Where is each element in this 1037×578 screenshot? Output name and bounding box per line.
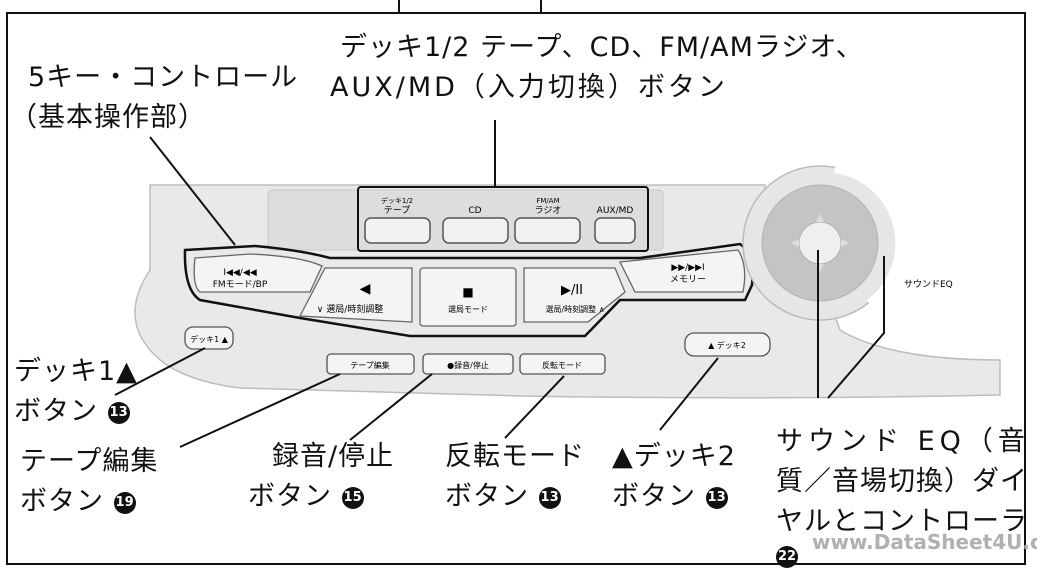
tuning-down-button[interactable] — [298, 267, 413, 323]
play-pause-symbol: ▶/II — [561, 283, 583, 298]
play-pause-label: 選局/時刻調整 ∧ — [545, 304, 604, 314]
sound-eq-dial[interactable] — [742, 163, 906, 321]
reverse-mode-button[interactable] — [519, 353, 606, 375]
watermark: www.DataSheet4U.c — [812, 530, 1037, 554]
prev-label: FMモード/BP — [213, 280, 268, 290]
prev-symbol: I◀◀/◀◀ — [223, 268, 256, 278]
tape-label: テープ — [384, 205, 410, 216]
ref-number-badge: 13 — [538, 486, 561, 509]
ref-number-badge: 13 — [705, 486, 728, 509]
tape-small-label: デッキ1/2 — [381, 196, 413, 205]
deck-buttons-callout-line2: AUX/MD（入力切換）ボタン — [330, 72, 728, 103]
reverse-mode-callout-line1: 反転モード — [445, 441, 585, 472]
deck1-eject-callout-line1: デッキ1▲ — [14, 356, 138, 387]
diagram-frame — [6, 12, 1026, 565]
ref-number-badge: 15 — [341, 486, 364, 509]
input-selector-group — [357, 186, 649, 252]
frame-notch-right — [540, 0, 542, 14]
prev-button[interactable] — [193, 253, 323, 293]
ref-number-badge: 13 — [107, 401, 130, 424]
five-key-callout-line1: 5キー・コントロール — [28, 62, 299, 93]
frame-notch-left — [398, 0, 400, 14]
next-label: メモリー — [670, 275, 706, 285]
deck1-eject-label: デッキ1 ▲ — [190, 334, 229, 344]
sound-eq-panel-label: サウンドEQ — [904, 279, 953, 290]
stop-button[interactable] — [419, 267, 517, 327]
ref-number-badge: 22 — [776, 545, 798, 568]
tape-edit-callout-line2: ボタン 19 — [20, 486, 136, 517]
fmam-small-label: FM/AM — [536, 197, 559, 205]
reverse-mode-panel-label: 反転モード — [542, 360, 582, 370]
radio-label: ラジオ — [535, 205, 562, 216]
rec-stop-callout-line2: ボタン 15 — [248, 481, 364, 512]
cd-label: CD — [468, 206, 481, 216]
deck2-eject-button[interactable] — [684, 332, 771, 357]
deck2-eject-label: ▲ デッキ2 — [708, 340, 746, 350]
deck1-eject-callout-line2: ボタン 13 — [14, 396, 130, 427]
tuning-down-label: ∨ 選局/時刻調整 — [317, 303, 383, 315]
leader-lines — [114, 120, 885, 448]
tape-edit-button[interactable] — [326, 353, 415, 375]
cd-button[interactable] — [442, 217, 509, 244]
aux-md-button[interactable] — [594, 217, 636, 244]
aux-label: AUX/MD — [597, 206, 634, 216]
sound-eq-callout-line4: 22 — [776, 536, 798, 576]
next-button[interactable] — [618, 249, 746, 293]
stop-label: 選局モード — [448, 304, 488, 314]
deck-buttons-callout-line1: デッキ1/2 テープ、CD、FM/AMラジオ、 — [340, 32, 864, 63]
five-key-callout-line2: （基本操作部） — [10, 102, 206, 133]
tape-edit-callout-line1: テープ編集 — [20, 446, 159, 477]
stop-symbol: ■ — [462, 285, 473, 299]
next-symbol: ▶▶/▶▶I — [671, 263, 704, 273]
rec-stop-button[interactable] — [422, 353, 514, 375]
tuning-down-symbol: ◀ — [360, 281, 371, 297]
deck2-eject-callout-line1: ▲デッキ2 — [612, 441, 736, 472]
rec-stop-callout-line1: 録音/停止 — [272, 441, 395, 472]
sound-eq-callout-line2: 質／音場切換）ダイ — [776, 466, 1028, 497]
sound-eq-callout-line3: ヤルとコントローラ — [776, 506, 1028, 537]
tape-edit-panel-label: テープ編集 — [350, 360, 390, 370]
sound-eq-callout-line1: サウンド EQ（音 — [776, 426, 1030, 457]
play-pause-button[interactable] — [523, 267, 626, 323]
deck1-eject-button[interactable] — [184, 326, 234, 350]
rec-stop-panel-label: ●録音/停止 — [447, 360, 489, 370]
ref-number-badge: 19 — [113, 491, 136, 514]
tape-button[interactable] — [364, 217, 431, 244]
deck2-eject-callout-line2: ボタン 13 — [612, 481, 728, 512]
reverse-mode-callout-line2: ボタン 13 — [445, 481, 561, 512]
fmam-radio-button[interactable] — [514, 217, 581, 244]
